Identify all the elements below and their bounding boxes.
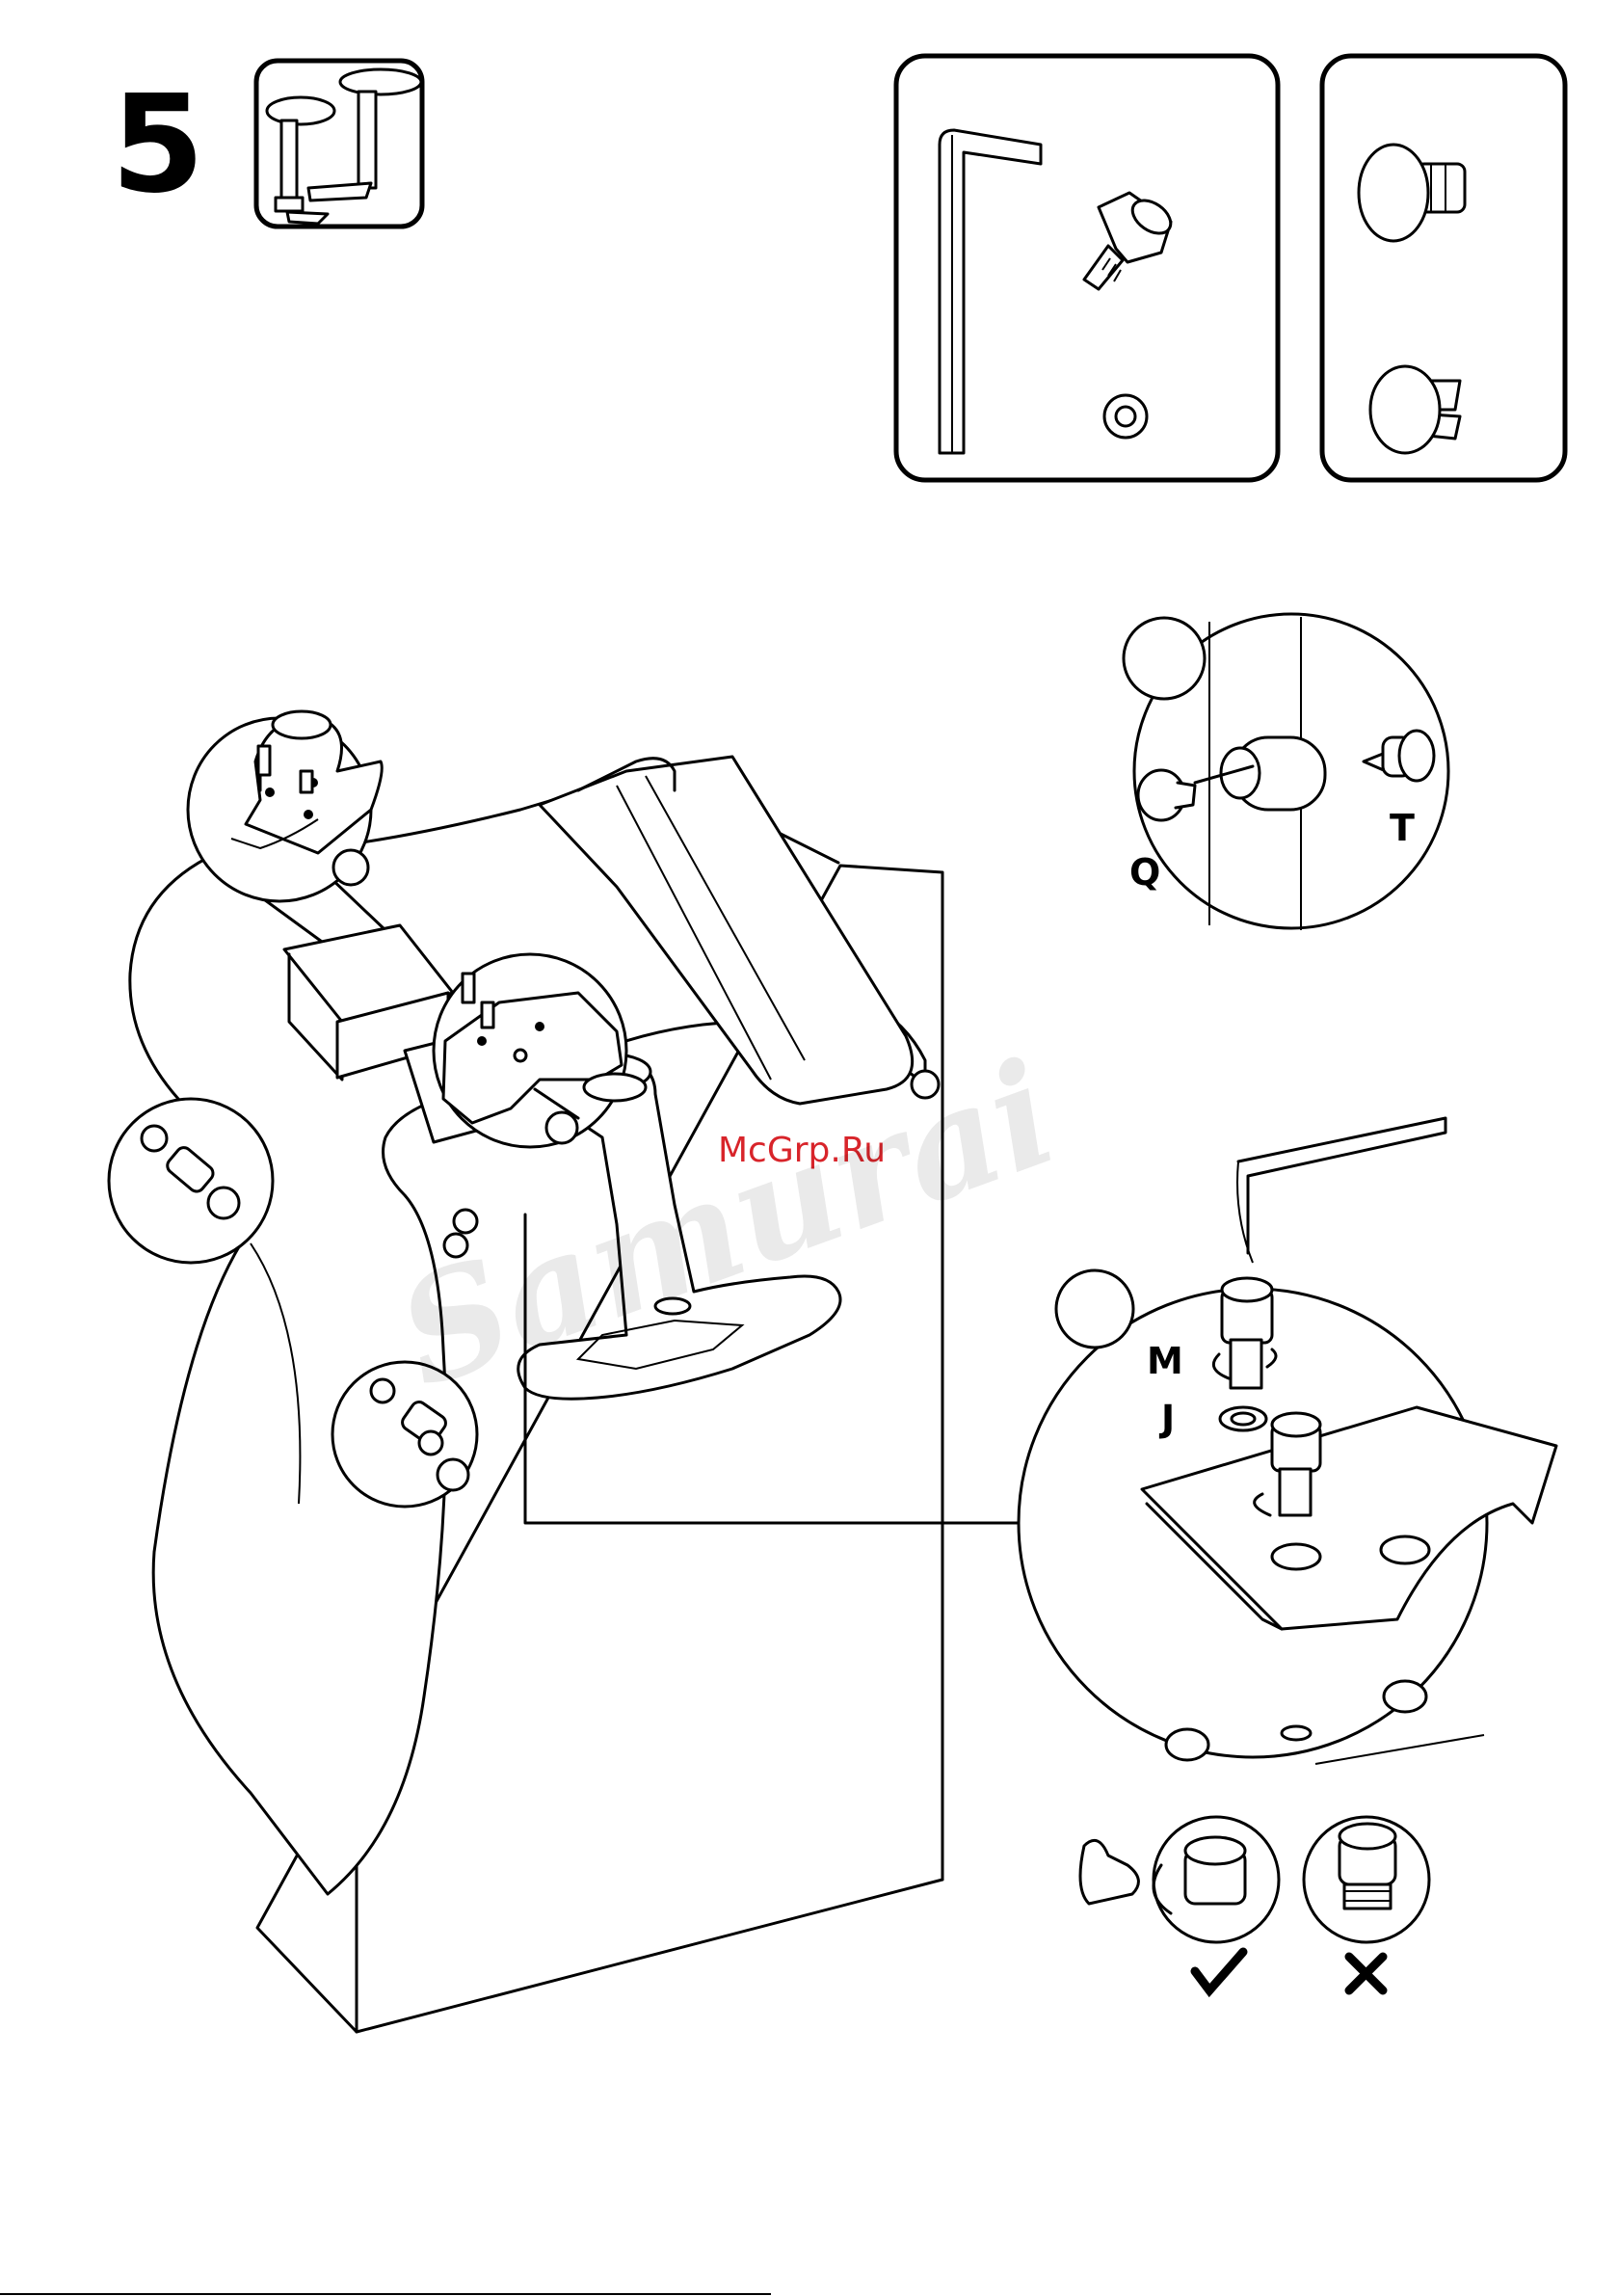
parts-box-caps [1322, 56, 1565, 480]
tightening-incorrect-icon [1304, 1817, 1429, 1990]
detail-circle-top-left [188, 711, 382, 901]
cross-icon [1349, 1957, 1383, 1990]
tightening-correct-icon [1080, 1817, 1279, 1990]
detail-circle-left-upper [109, 1099, 273, 1263]
detail-circle-bolts: M J [1019, 1118, 1556, 1764]
flexed-arm-icon [1080, 1840, 1138, 1904]
chair-box-assembly [130, 757, 942, 2032]
checkmark-icon [1195, 1952, 1243, 1990]
label-m: M [1147, 1340, 1183, 1382]
step-number: 5 [111, 67, 204, 224]
washer-icon [1104, 395, 1147, 438]
armrest-thumbnail-icon [256, 61, 422, 227]
label-q: Q [1129, 851, 1160, 894]
detail-circle-caps: T Q [1124, 614, 1448, 930]
label-j: J [1158, 1398, 1175, 1440]
parts-box-hardware [896, 56, 1278, 480]
label-t: T [1390, 807, 1415, 849]
